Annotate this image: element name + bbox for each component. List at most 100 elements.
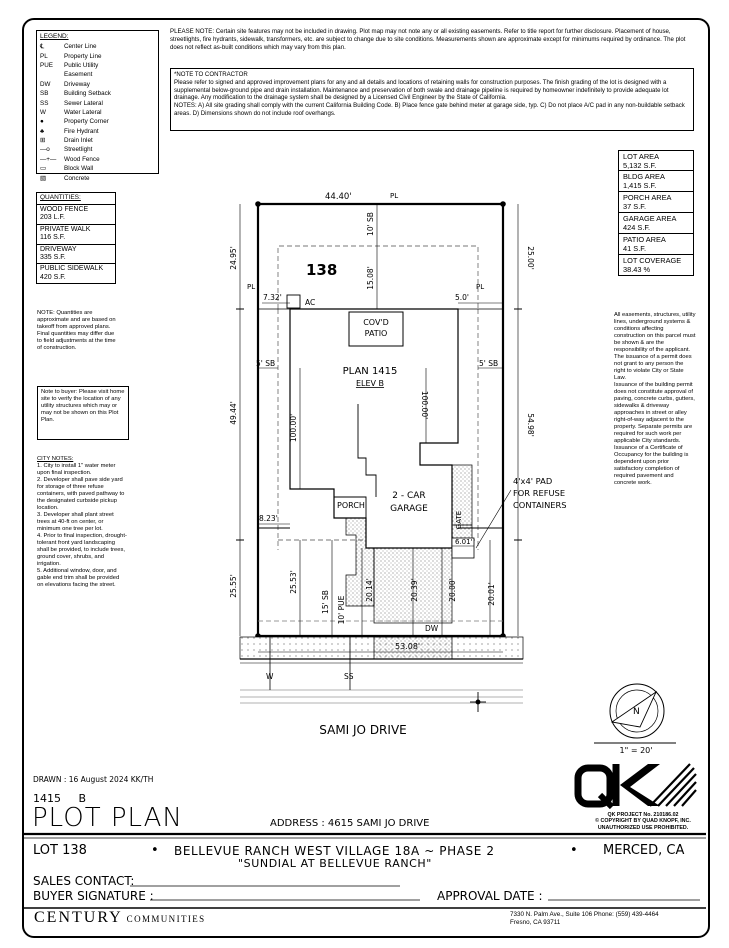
dim-side-sb-right: 5' SB: [479, 359, 498, 368]
legend-label: Easement: [64, 71, 93, 79]
quantity-value: 420 S.F.: [40, 273, 66, 281]
legend-title: LEGEND:: [40, 33, 69, 40]
sheet-border: [22, 18, 710, 938]
qk-unauth: UNAUTHORIZED USE PROHIBITED.: [597, 824, 689, 831]
contractor-note-title: *NOTE TO CONTRACTOR: [174, 71, 248, 78]
dim-porch-depth: 20.14': [365, 578, 374, 602]
dim-front-right: 20.01': [487, 582, 496, 606]
plot-plan-title: PLOT PLAN: [32, 803, 183, 833]
plan-code-number: 1415: [33, 792, 61, 805]
area-label: LOT AREA: [623, 152, 660, 161]
legend-item: ⊞Drain Inlet: [40, 136, 155, 145]
qk-project: QK PROJECT No. 210186.02: [607, 812, 679, 818]
legend-label: Center Line: [64, 43, 97, 51]
covd-patio-2: PATIO: [365, 329, 388, 338]
legend-label: Sewer Lateral: [64, 99, 103, 107]
lot-label: LOT 138: [33, 843, 87, 858]
legend-symbol: ♣: [40, 127, 45, 135]
lot-number: 138: [306, 261, 337, 279]
buyer-signature-label[interactable]: BUYER SIGNATURE :: [33, 889, 154, 903]
project-subtitle: "SUNDIAL AT BELLEVUE RANCH": [238, 857, 432, 870]
address: ADDRESS : 4615 SAMI JO DRIVE: [270, 818, 430, 829]
pl-top: PL: [390, 192, 398, 200]
quantity-value: 116 S.F.: [40, 234, 66, 242]
legend-label: Property Line: [64, 52, 102, 60]
legend-label: Fire Hydrant: [64, 127, 99, 135]
lot-boundary: [256, 202, 505, 638]
city-notes-title: CITY NOTES:: [37, 456, 74, 462]
company-name-2: COMMUNITIES: [126, 914, 206, 924]
legend-symbol: DW: [40, 80, 51, 88]
legend-symbol: W: [40, 108, 46, 116]
dim-right-total: 54.98': [526, 413, 535, 437]
gate-label: GATE: [455, 511, 463, 529]
legend-symbol: ⊞: [40, 137, 46, 145]
legend-label: Property Corner: [64, 118, 109, 126]
city-name: MERCED, CA: [603, 843, 685, 858]
utility-laterals: [269, 636, 351, 690]
plan-code: 1415 B: [33, 792, 86, 805]
company-name: CENTURY: [34, 909, 123, 926]
legend-symbol: ●: [40, 118, 44, 126]
legend-label: Wood Fence: [64, 155, 100, 163]
company-logo: CENTURY COMMUNITIES: [34, 909, 206, 927]
plan-code-elev: B: [78, 792, 87, 805]
covd-patio-1: COV'D: [363, 318, 389, 327]
pl-right: PL: [476, 283, 484, 291]
legend-symbol: —+—: [40, 155, 57, 163]
scale-label: 1" = 20': [620, 746, 653, 755]
pad-label-2: FOR REFUSE: [513, 488, 565, 498]
area-label: BLDG AREA: [623, 172, 665, 181]
dim-dw-depth: 20.39': [410, 578, 419, 602]
legend-label: Concrete: [64, 174, 90, 182]
elev-name: ELEV B: [356, 379, 384, 388]
dim-pue: 10' PUE: [337, 595, 346, 624]
dim-house-left: 100.00': [289, 414, 298, 442]
approval-date-label[interactable]: APPROVAL DATE :: [437, 889, 543, 903]
legend-label: Block Wall: [64, 165, 94, 173]
legend-item: W Water Lateral: [40, 108, 155, 117]
pl-left: PL: [247, 283, 255, 291]
dim-front-left: 25.55': [229, 574, 238, 598]
refuse-side-yard: [451, 464, 473, 549]
dimension-lines: [239, 204, 519, 653]
dim-house-right: 100.00': [420, 391, 429, 419]
covered-patio: [348, 311, 404, 347]
area-value: 5,132 S.F.: [623, 161, 657, 170]
bullet-2: •: [570, 843, 578, 858]
sales-contact-label: SALES CONTACT:: [33, 874, 135, 888]
legend-symbol: PUE: [40, 61, 53, 69]
area-value: 1,415 S.F.: [623, 181, 657, 190]
pad-label-3: CONTAINERS: [513, 500, 567, 510]
contractor-note-body: Please refer to signed and approved impr…: [174, 78, 669, 102]
water-lateral-label: W: [266, 672, 274, 681]
area-value: 41 S.F.: [623, 244, 647, 253]
legend-label: Water Lateral: [64, 108, 102, 116]
qk-copyright: © COPYRIGHT BY QUAD KNOPF, INC.: [595, 818, 691, 825]
bullet-1: •: [151, 843, 159, 858]
right-notes: All easements, structures, utility lines…: [614, 312, 696, 486]
garage-label-2: GARAGE: [390, 504, 428, 514]
concrete-walkway: [345, 517, 375, 607]
dimension-ticks: [236, 308, 522, 541]
area-label: PORCH AREA: [623, 193, 672, 202]
quantity-label: WOOD FENCE: [40, 206, 89, 213]
legend-symbol: —o: [40, 146, 50, 154]
company-address-2: Fresno, CA 93711: [510, 919, 561, 926]
porch-label: PORCH: [337, 501, 365, 510]
quantity-label: PUBLIC SIDEWALK: [40, 265, 104, 273]
dim-street-width: 53.08': [395, 642, 420, 651]
title-block-lines: [22, 832, 706, 909]
dim-front-sb: 15' SB: [321, 590, 330, 614]
area-label: PATIO AREA: [623, 235, 666, 244]
